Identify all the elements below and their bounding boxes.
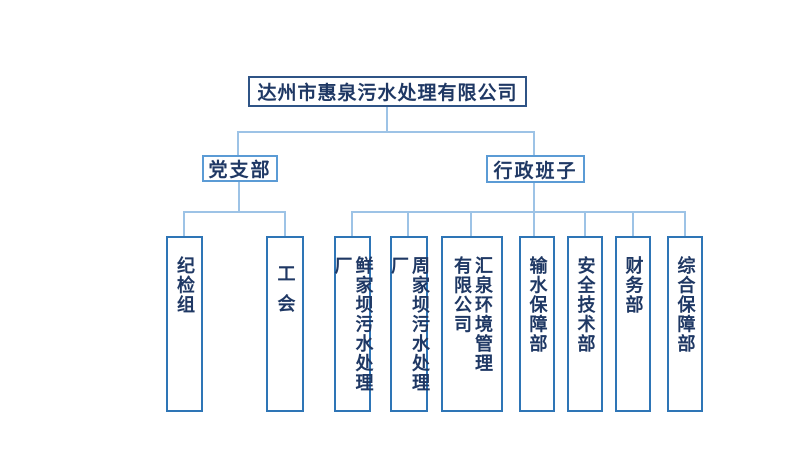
org-node-root-label: 达州市惠泉污水处理有限公司 xyxy=(257,82,518,104)
org-node-zhoujiaba-plant-label: 周家坝污水处理厂 xyxy=(388,256,430,393)
connector-drop-union xyxy=(284,211,286,236)
connector-drop-water-supply xyxy=(533,211,535,236)
org-node-huiquan-company: 汇泉环境管理 有限公司 xyxy=(441,236,503,412)
org-node-discipline-inspection: 纪检组 xyxy=(166,236,203,412)
connector-root-stem xyxy=(386,107,388,132)
connector-party-stem xyxy=(238,182,240,213)
org-node-water-supply-dept: 输水保障部 xyxy=(519,236,555,412)
org-node-discipline-inspection-label: 纪检组 xyxy=(174,256,195,315)
org-node-xianjiaba-plant-label: 鲜家坝污水处理厂 xyxy=(331,256,374,393)
org-node-water-supply-dept-label: 输水保障部 xyxy=(526,256,548,354)
connector-drop-finance xyxy=(632,211,634,236)
org-node-labor-union-label: 工会 xyxy=(274,264,296,324)
org-node-huiquan-company-label: 汇泉环境管理 有限公司 xyxy=(451,256,493,373)
org-node-safety-tech-dept-label: 安全技术部 xyxy=(574,256,596,354)
connector-drop-xianjiaba xyxy=(351,211,353,236)
org-node-labor-union: 工会 xyxy=(266,236,304,412)
org-node-finance-dept: 财务部 xyxy=(615,236,651,412)
org-node-admin-team-label: 行政班子 xyxy=(493,159,578,182)
connector-admin-stem xyxy=(533,183,535,213)
connector-drop-zhoujiaba xyxy=(407,211,409,236)
org-node-root: 达州市惠泉污水处理有限公司 xyxy=(248,76,527,107)
connector-drop-general-support xyxy=(684,211,686,236)
connector-drop-safety xyxy=(584,211,586,236)
org-node-party-branch-label: 党支部 xyxy=(208,159,272,181)
org-node-general-support-dept: 综合保障部 xyxy=(667,236,703,412)
org-node-party-branch: 党支部 xyxy=(202,155,278,182)
connector-drop-admin xyxy=(533,131,535,155)
connector-drop-discipline xyxy=(183,211,185,236)
connector-drop-party xyxy=(237,131,239,155)
connector-level1-rail xyxy=(237,131,535,133)
org-node-xianjiaba-plant: 鲜家坝污水处理厂 xyxy=(331,236,374,412)
org-node-zhoujiaba-plant: 周家坝污水处理厂 xyxy=(388,236,430,412)
org-node-admin-team: 行政班子 xyxy=(486,155,585,183)
connector-drop-huiquan xyxy=(470,211,472,236)
org-node-finance-dept-label: 财务部 xyxy=(622,256,644,315)
org-node-safety-tech-dept: 安全技术部 xyxy=(567,236,603,412)
connector-party-rail xyxy=(183,211,286,213)
org-node-general-support-dept-label: 综合保障部 xyxy=(674,256,696,354)
connector-admin-rail xyxy=(351,211,686,213)
